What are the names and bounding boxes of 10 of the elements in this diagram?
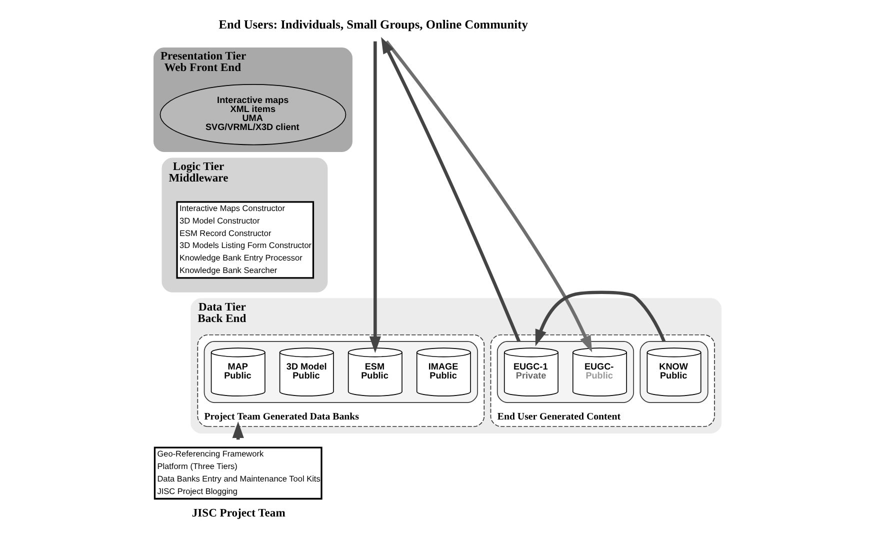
- arrow: [380, 36, 520, 342]
- cluster: [496, 341, 634, 403]
- arrow: [384, 40, 592, 352]
- node-label: JISC Project Team: [191, 507, 285, 520]
- arrow: [534, 290, 666, 346]
- cluster: [203, 341, 478, 403]
- arrow: [368, 41, 380, 353]
- node-ellipse: Interactive maps XML items UMA SVG/VRML/X3D client: [159, 84, 346, 146]
- cluster: [639, 341, 708, 403]
- node-text: End Users: Individuals, Small Groups, Online Community: [218, 18, 528, 32]
